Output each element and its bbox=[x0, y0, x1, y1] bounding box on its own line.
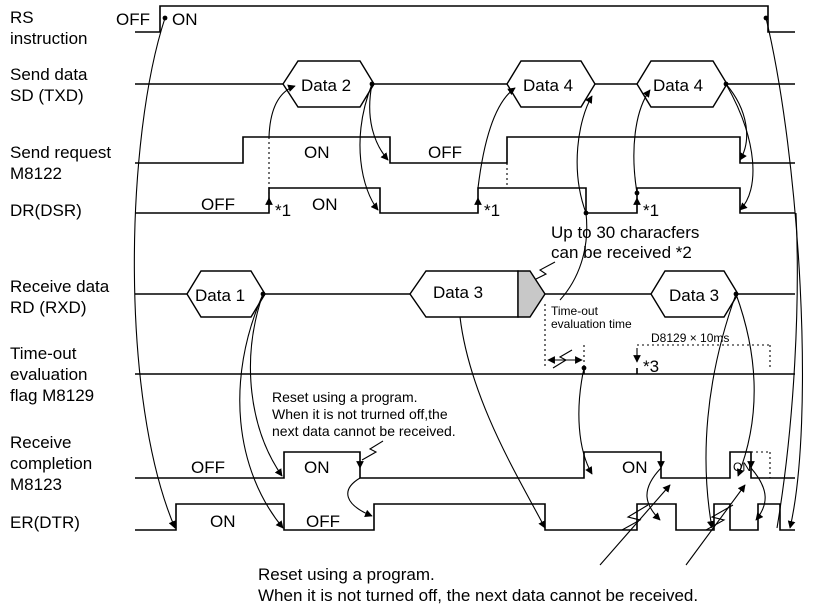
send-request-waveform: ON OFF bbox=[135, 136, 795, 203]
reset1-line1: Reset using a program. bbox=[272, 389, 418, 405]
dr-star1-a: *1 bbox=[275, 201, 291, 220]
rd-data3-label-b: Data 3 bbox=[669, 286, 719, 305]
er-on-state: ON bbox=[210, 512, 236, 531]
send-request-label-1: Send request bbox=[10, 143, 111, 162]
rs-waveform: OFF ON bbox=[116, 5, 795, 33]
reset2-line1: Reset using a program. bbox=[258, 565, 435, 584]
reset1-line2: When it is not trurned off,the bbox=[272, 406, 448, 422]
sd-data2-label: Data 2 bbox=[301, 76, 351, 95]
timeout-label-1: Time-out bbox=[10, 344, 77, 363]
rd-data1-label: Data 1 bbox=[195, 286, 245, 305]
rc-on-state-b: ON bbox=[622, 458, 648, 477]
receive-completion-waveform: OFF ON ON ON bbox=[135, 451, 795, 479]
sd-data4-label-b: Data 4 bbox=[653, 76, 703, 95]
dr-off-state: OFF bbox=[201, 195, 235, 214]
er-label: ER(DTR) bbox=[10, 513, 80, 532]
dr-on-state: ON bbox=[312, 195, 338, 214]
rs-on-state: ON bbox=[172, 10, 198, 29]
rd-data3-label-a: Data 3 bbox=[433, 283, 483, 302]
reset1-line3: next data cannot be received. bbox=[272, 423, 456, 439]
dr-waveform: OFF ON *1 *1 *1 bbox=[135, 187, 795, 220]
rd-label-2: RD (RXD) bbox=[10, 298, 87, 317]
receive-completion-label-3: M8123 bbox=[10, 475, 62, 494]
signal-labels: RS instruction Send data SD (TXD) Send r… bbox=[10, 8, 111, 532]
sd-label-1: Send data bbox=[10, 65, 88, 84]
rd-label-1: Receive data bbox=[10, 277, 110, 296]
sd-waveform: Data 2 Data 4 Data 4 bbox=[135, 60, 795, 108]
send-request-label-2: M8122 bbox=[10, 164, 62, 183]
rd-waveform: Data 1 Data 3 Data 3 bbox=[135, 270, 795, 318]
timeout-eval-line2: evaluation time bbox=[551, 317, 632, 331]
rc-off-state: OFF bbox=[191, 458, 225, 477]
rc-on-state-c: ON bbox=[733, 460, 751, 474]
timeout-eval-line1: Time-out bbox=[551, 304, 599, 318]
causality-arrows bbox=[133, 17, 804, 529]
dr-star1-b: *1 bbox=[484, 201, 500, 220]
timeout-eval-annotation: Time-out evaluation time D8129 × 10ms *3 bbox=[544, 304, 771, 376]
reset-note-1: Reset using a program. When it is not tr… bbox=[272, 389, 456, 461]
er-off-state: OFF bbox=[306, 512, 340, 531]
sd-data4-label-a: Data 4 bbox=[523, 76, 573, 95]
er-waveform: ON OFF bbox=[135, 503, 795, 531]
timeout-label-2: evaluation bbox=[10, 365, 88, 384]
timeout-star3: *3 bbox=[643, 357, 659, 376]
rs-off-state: OFF bbox=[116, 10, 150, 29]
send-request-on-state: ON bbox=[304, 143, 330, 162]
up-to-30-note: Up to 30 characfers can be received *2 bbox=[529, 223, 699, 283]
rs-label-2: instruction bbox=[10, 29, 87, 48]
reset-note-2: Reset using a program. When it is not tu… bbox=[258, 484, 746, 605]
timeout-flag-waveform bbox=[135, 365, 795, 375]
dr-star1-c: *1 bbox=[643, 201, 659, 220]
d8129-label: D8129 × 10ms bbox=[651, 331, 729, 345]
receive-completion-label-2: completion bbox=[10, 454, 92, 473]
up-to-30-line1: Up to 30 characfers bbox=[551, 223, 699, 242]
rc-on-state-a: ON bbox=[304, 458, 330, 477]
receive-completion-label-1: Receive bbox=[10, 433, 71, 452]
send-request-off-state: OFF bbox=[428, 143, 462, 162]
up-to-30-line2: can be received *2 bbox=[551, 243, 692, 262]
rs-label-1: RS bbox=[10, 8, 34, 27]
reset2-line2: When it is not turned off, the next data… bbox=[258, 586, 698, 605]
dr-label: DR(DSR) bbox=[10, 201, 82, 220]
timeout-label-3: flag M8129 bbox=[10, 386, 94, 405]
sd-label-2: SD (TXD) bbox=[10, 86, 84, 105]
rd-data3-extra-chars bbox=[517, 270, 546, 318]
